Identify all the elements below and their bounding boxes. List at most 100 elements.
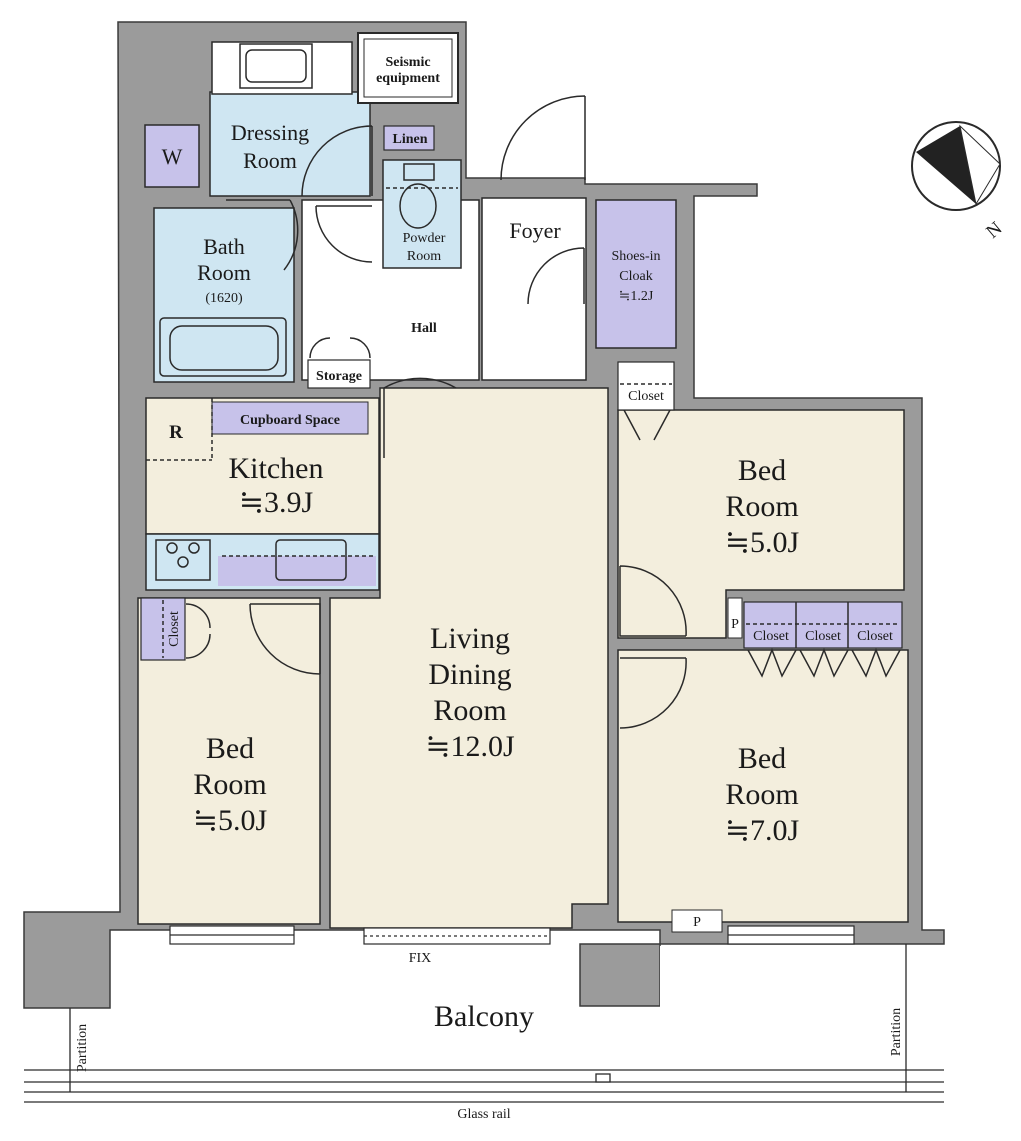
- bath-floor: [153, 207, 295, 383]
- rail-drain: [595, 1073, 611, 1083]
- pipe-label-lower: P: [693, 915, 701, 930]
- bed-rt-size: ≒5.0J: [725, 526, 800, 559]
- dressing-floor: [209, 91, 371, 197]
- fixtures: [146, 43, 900, 658]
- closet-top: [617, 361, 675, 411]
- dressing-label-1: Dressing: [231, 120, 309, 145]
- sink-outline: [239, 43, 313, 89]
- closet-top-door: [623, 409, 671, 441]
- foyer-inner-door: [527, 247, 585, 305]
- pipe-box-lower: [671, 909, 723, 933]
- burner-2: [188, 542, 200, 554]
- north-label: N: [982, 218, 1006, 243]
- entry-door: [500, 95, 586, 181]
- living-door: [383, 377, 457, 458]
- cupboard-floor: [211, 401, 369, 435]
- balcony-label: Balcony: [434, 1000, 534, 1033]
- cupboard-label: Cupboard Space: [240, 413, 340, 428]
- dressing-door: [301, 125, 373, 197]
- fix-label: FIX: [409, 951, 432, 966]
- bath-label-1: Bath: [203, 234, 245, 259]
- closet-row-doors: [747, 647, 901, 678]
- storage-floor: [307, 359, 371, 389]
- bath-label-3: (1620): [205, 291, 243, 306]
- bath-door: [226, 199, 299, 271]
- burner-1: [166, 542, 178, 554]
- seismic-inner: [363, 38, 453, 98]
- glass-rail-label: Glass rail: [457, 1107, 510, 1122]
- stove-icon: [155, 539, 211, 581]
- powder-label-1: Powder: [403, 231, 446, 246]
- seismic-box: [357, 32, 459, 104]
- hall-door: [315, 205, 373, 263]
- living-label-1: Living: [430, 622, 510, 655]
- closet-row: [743, 601, 903, 649]
- hall-label: Hall: [411, 321, 437, 336]
- seismic-label-1: Seismic: [385, 55, 430, 70]
- balcony-floor-right: [660, 946, 908, 1068]
- toilet-icon: [399, 183, 437, 229]
- foyer-floor: [481, 197, 587, 381]
- bed-rt-label-2: Room: [725, 490, 798, 523]
- fridge-label: R: [169, 422, 183, 443]
- shoes-size: ≒1.2J: [619, 289, 654, 304]
- toilet-tank: [403, 163, 435, 181]
- shoes-label-2: Cloak: [619, 269, 652, 284]
- bed-left-label-2: Room: [193, 768, 266, 801]
- floors: [116, 32, 909, 1068]
- closet-left-door: [185, 603, 211, 659]
- dressing-label-2: Room: [243, 148, 297, 173]
- north-arrow-icon: [911, 121, 1001, 211]
- pipe-label-upper: P: [731, 617, 739, 632]
- bathtub-inner: [169, 325, 279, 371]
- closet-row-1: Closet: [753, 629, 789, 644]
- closet-row-3: Closet: [857, 629, 893, 644]
- bed-rt-label-1: Bed: [738, 454, 786, 487]
- doors: [185, 95, 901, 729]
- kitchen-label: Kitchen: [229, 452, 324, 485]
- storage-door: [309, 337, 371, 359]
- bed-right-top-floor: [617, 409, 905, 639]
- bath-label-2: Room: [197, 260, 251, 285]
- washer-label: W: [162, 144, 183, 169]
- linen-label: Linen: [392, 132, 427, 147]
- bed-left-size: ≒5.0J: [193, 804, 268, 837]
- sink-icon: [245, 49, 307, 83]
- pipe-box-upper: [727, 597, 743, 639]
- partition-right-label: Partition: [889, 1008, 904, 1056]
- shoes-floor: [595, 199, 677, 349]
- bed-rb-label-1: Bed: [738, 742, 786, 775]
- living-floor: [329, 387, 609, 929]
- bed-rb-size: ≒7.0J: [725, 814, 800, 847]
- powder-label-2: Room: [407, 249, 441, 264]
- shoes-label-1: Shoes-in: [612, 249, 661, 264]
- closet-row-2: Closet: [805, 629, 841, 644]
- balcony-floor: [116, 946, 576, 1068]
- bed-rb-door: [619, 657, 687, 729]
- kitchen-size: ≒3.9J: [239, 486, 314, 519]
- burner-3: [177, 556, 189, 568]
- foyer-label: Foyer: [509, 218, 561, 243]
- living-size: ≒12.0J: [425, 730, 515, 763]
- living-label-2: Dining: [428, 658, 511, 691]
- bed-rt-door: [619, 565, 687, 637]
- labels: Dressing Room Seismic equipment Linen W …: [162, 55, 1007, 1122]
- living-label-3: Room: [433, 694, 506, 727]
- partition-left-label: Partition: [75, 1024, 90, 1072]
- closet-left-label: Closet: [167, 611, 182, 647]
- bed-rb-label-2: Room: [725, 778, 798, 811]
- kitchen-sink-icon: [275, 539, 347, 581]
- seismic-label-2: equipment: [376, 71, 440, 86]
- washer-floor: [144, 124, 200, 188]
- glass-rail: [24, 944, 944, 1103]
- bed-left-door: [249, 603, 321, 675]
- linen-floor: [383, 125, 435, 151]
- bathtub-icon: [159, 317, 287, 377]
- bed-left-label-1: Bed: [206, 732, 254, 765]
- counter-purple: [218, 556, 376, 586]
- rotated-labels: Closet Partition Partition: [75, 611, 904, 1072]
- powder-floor: [382, 159, 462, 269]
- bed-right-bottom-floor: [617, 649, 909, 923]
- storage-label: Storage: [316, 369, 362, 384]
